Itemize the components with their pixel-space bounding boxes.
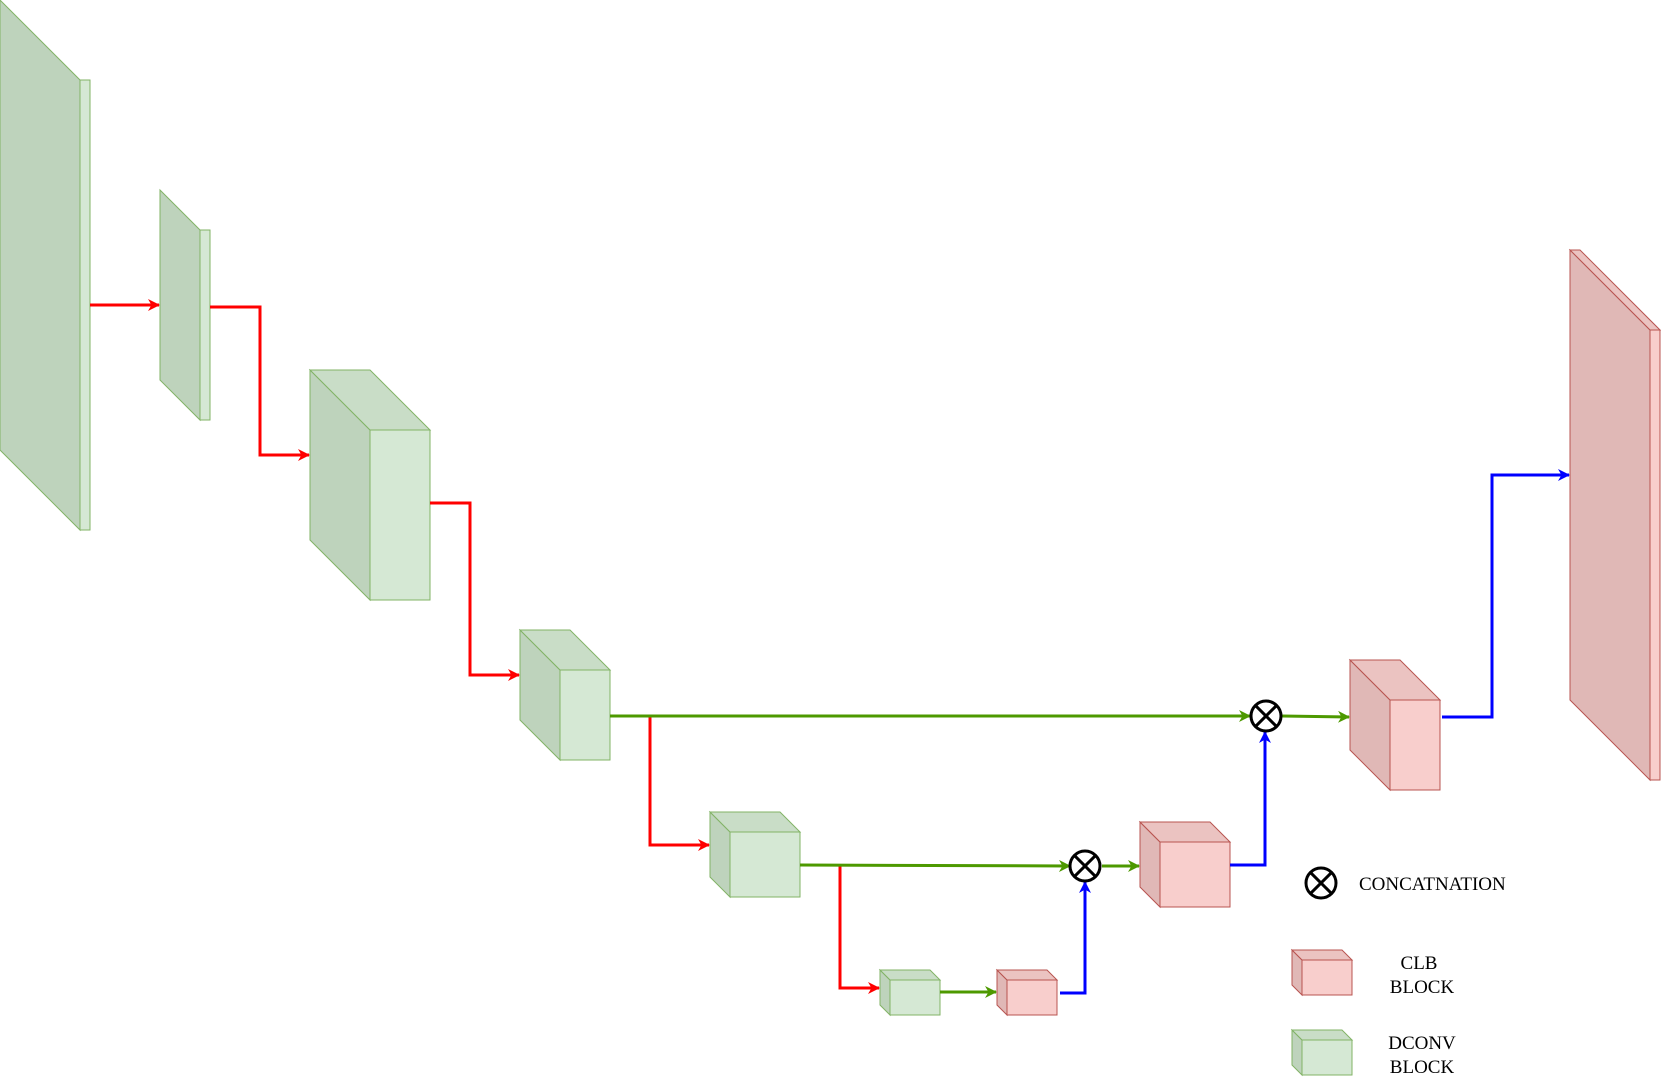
encoder-block-3: [518, 628, 612, 762]
encoder-block-2: [308, 368, 432, 602]
concat-node-1: [1068, 849, 1102, 883]
downsample-arrow-2: [210, 305, 310, 461]
legend-dconv-label-line2: BLOCK: [1390, 1057, 1455, 1078]
encoder-block-1: [159, 188, 211, 422]
input-layer: [0, 0, 91, 532]
legend-concat-label: CONCATNATION: [1359, 874, 1506, 895]
bottleneck-clb-block: [995, 968, 1059, 1017]
upsample-arrow-1: [1060, 881, 1091, 995]
legend-concat-icon: [1304, 866, 1338, 900]
output-layer: [1568, 248, 1661, 782]
bottleneck-dconv-block: [878, 968, 942, 1017]
downsample-arrow-4: [648, 716, 710, 851]
legend-clb-icon: [1290, 948, 1354, 997]
downsample-arrow-5: [838, 865, 880, 994]
encoder-block-4: [708, 810, 802, 899]
legend-clb-label-line2: BLOCK: [1390, 977, 1455, 998]
concat-to-clb-arrow-2: [1281, 710, 1350, 723]
concat-node-2: [1249, 699, 1283, 733]
skip-connection-arrow-2: [799, 859, 1071, 872]
legend-clb-label-line1: CLB: [1401, 953, 1438, 974]
upsample-arrow-3: [1442, 469, 1570, 719]
legend-dconv-label-line1: DCONV: [1388, 1033, 1456, 1054]
upsample-arrow-2: [1230, 731, 1271, 867]
legend-dconv-icon: [1290, 1028, 1354, 1077]
decoder-clb-block-1: [1138, 820, 1232, 909]
downsample-arrow-3: [430, 501, 520, 681]
legend: CONCATNATION CLB BLOCK DCONV BLOCK: [1290, 866, 1506, 1078]
decoder-clb-block-2: [1348, 658, 1442, 792]
